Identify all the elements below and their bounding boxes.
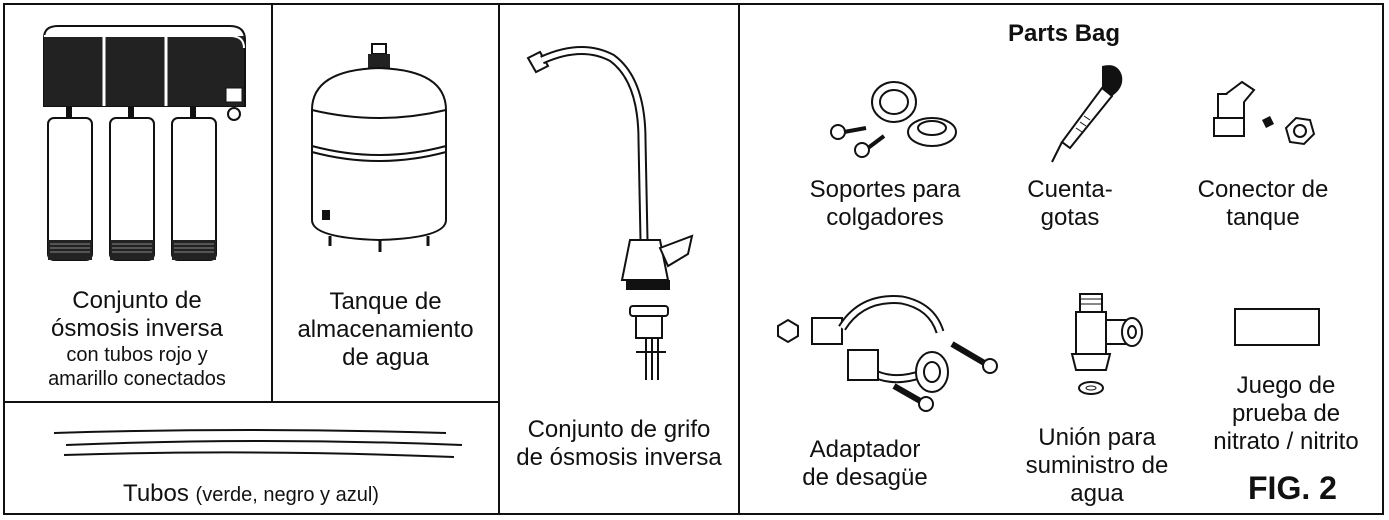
supply-union-line3: agua xyxy=(1070,480,1124,507)
faucet-illustration xyxy=(526,45,694,380)
drain-adapter-line1: Adaptador xyxy=(809,436,921,463)
faucet-line1: Conjunto de grifo xyxy=(527,416,711,443)
dropper-caption: Cuenta- gotas xyxy=(1000,176,1140,232)
divider-3 xyxy=(738,3,740,515)
faucet-caption: Conjunto de grifo de ósmosis inversa xyxy=(500,416,738,472)
tank-connector-line1: Conector de xyxy=(1197,176,1329,203)
nitrate-kit-caption: Juego de prueba de nitrato / nitrito xyxy=(1196,372,1376,456)
supply-union-caption: Unión para suministro de agua xyxy=(1012,424,1182,508)
ro-assembly-line3: con tubos rojo y xyxy=(66,344,208,366)
nitrate-kit-line1: Juego de xyxy=(1236,372,1336,399)
divider-h xyxy=(3,401,499,403)
drain-adapter-line2: de desagüe xyxy=(802,464,928,491)
nitrate-kit-box xyxy=(1234,308,1320,346)
supply-union-illustration xyxy=(1070,293,1143,395)
hanger-brackets-line2: colgadores xyxy=(826,204,944,231)
drain-adapter-illustration xyxy=(777,295,998,412)
tank-connector-line2: tanque xyxy=(1226,204,1300,231)
storage-tank-line2: almacenamiento xyxy=(297,316,474,343)
supply-union-line2: suministro de xyxy=(1025,452,1169,479)
nitrate-kit-line3: nitrato / nitrito xyxy=(1213,428,1359,455)
storage-tank-line1: Tanque de xyxy=(329,288,442,315)
dropper-line1: Cuenta- xyxy=(1027,176,1113,203)
hanger-brackets-illustration xyxy=(830,81,957,158)
tubing-illustration xyxy=(53,429,463,458)
hanger-brackets-line1: Soportes para xyxy=(809,176,961,203)
ro-assembly-line4: amarillo conectados xyxy=(48,368,226,390)
figure-label: FIG. 2 xyxy=(1248,470,1337,506)
tubing-colors: (verde, negro y azul) xyxy=(195,484,379,506)
ro-assembly-line2: ósmosis inversa xyxy=(50,315,224,342)
faucet-line2: de ósmosis inversa xyxy=(516,444,722,471)
divider-2 xyxy=(498,3,500,515)
storage-tank-illustration xyxy=(311,43,447,252)
tank-connector-caption: Conector de tanque xyxy=(1168,176,1358,232)
hanger-brackets-caption: Soportes para colgadores xyxy=(790,176,980,232)
ro-assembly-illustration xyxy=(43,25,246,261)
parts-bag-title: Parts Bag xyxy=(1008,20,1121,47)
tank-connector-illustration xyxy=(1213,80,1316,146)
drain-adapter-caption: Adaptador de desagüe xyxy=(770,436,960,492)
divider-1 xyxy=(271,3,273,402)
ro-assembly-line1: Conjunto de xyxy=(72,287,202,314)
supply-union-line1: Unión para xyxy=(1038,424,1156,451)
tubing-label: Tubos xyxy=(123,480,189,507)
storage-tank-line3: de agua xyxy=(342,344,429,371)
ro-assembly-caption: Conjunto de ósmosis inversa con tubos ro… xyxy=(3,287,271,391)
dropper-line2: gotas xyxy=(1040,204,1100,231)
storage-tank-caption: Tanque de almacenamiento de agua xyxy=(273,288,498,372)
nitrate-kit-line2: prueba de xyxy=(1231,400,1341,427)
dropper-illustration xyxy=(1051,65,1123,163)
figure-frame xyxy=(3,3,1384,515)
tubing-caption: Tubos (verde, negro y azul) xyxy=(3,480,499,508)
